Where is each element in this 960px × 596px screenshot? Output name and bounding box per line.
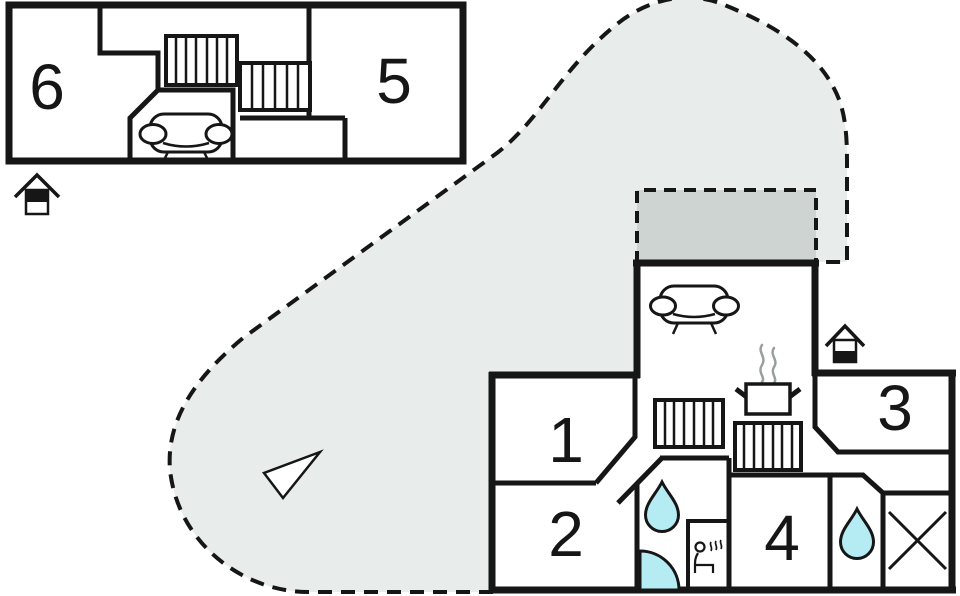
entrance-icon-upper xyxy=(13,172,61,216)
ground-floor-inner-walls xyxy=(492,375,952,590)
upper-staircase-1 xyxy=(164,34,239,87)
terrace xyxy=(635,188,818,263)
direction-arrow-icon xyxy=(261,449,324,501)
upper-floor-plan: 6 5 xyxy=(5,1,467,165)
sauna-walls xyxy=(686,519,727,590)
room-label-6: 6 xyxy=(29,51,65,123)
room-label-5: 5 xyxy=(376,45,412,117)
terrace-fill xyxy=(637,190,816,263)
plot-boundary xyxy=(167,0,849,594)
crossed-square-icon xyxy=(887,510,948,571)
room-label-4: 4 xyxy=(764,502,800,574)
living-room-sofa-icon xyxy=(649,284,740,335)
water-drop-icon-bathroom xyxy=(643,478,681,533)
upper-sofa-icon xyxy=(138,112,234,163)
shower-quarter-circle-icon xyxy=(638,549,681,592)
upper-staircase-2 xyxy=(238,61,312,112)
ground-staircase-1 xyxy=(653,398,725,449)
sauna-person-icon xyxy=(693,539,723,573)
room-label-3: 3 xyxy=(877,372,913,444)
terrace-dashed-border xyxy=(635,188,818,263)
plot-area xyxy=(169,0,847,592)
steam-lines xyxy=(759,343,777,385)
stove-pot-icon xyxy=(734,343,802,416)
room-label-2: 2 xyxy=(548,498,584,570)
ground-staircase-2 xyxy=(733,421,803,472)
entrance-icon-ground xyxy=(824,323,866,364)
ground-floor-plan: 1 2 3 4 xyxy=(488,259,956,594)
water-drop-icon-wc xyxy=(838,505,876,560)
room-label-1: 1 xyxy=(548,404,584,476)
